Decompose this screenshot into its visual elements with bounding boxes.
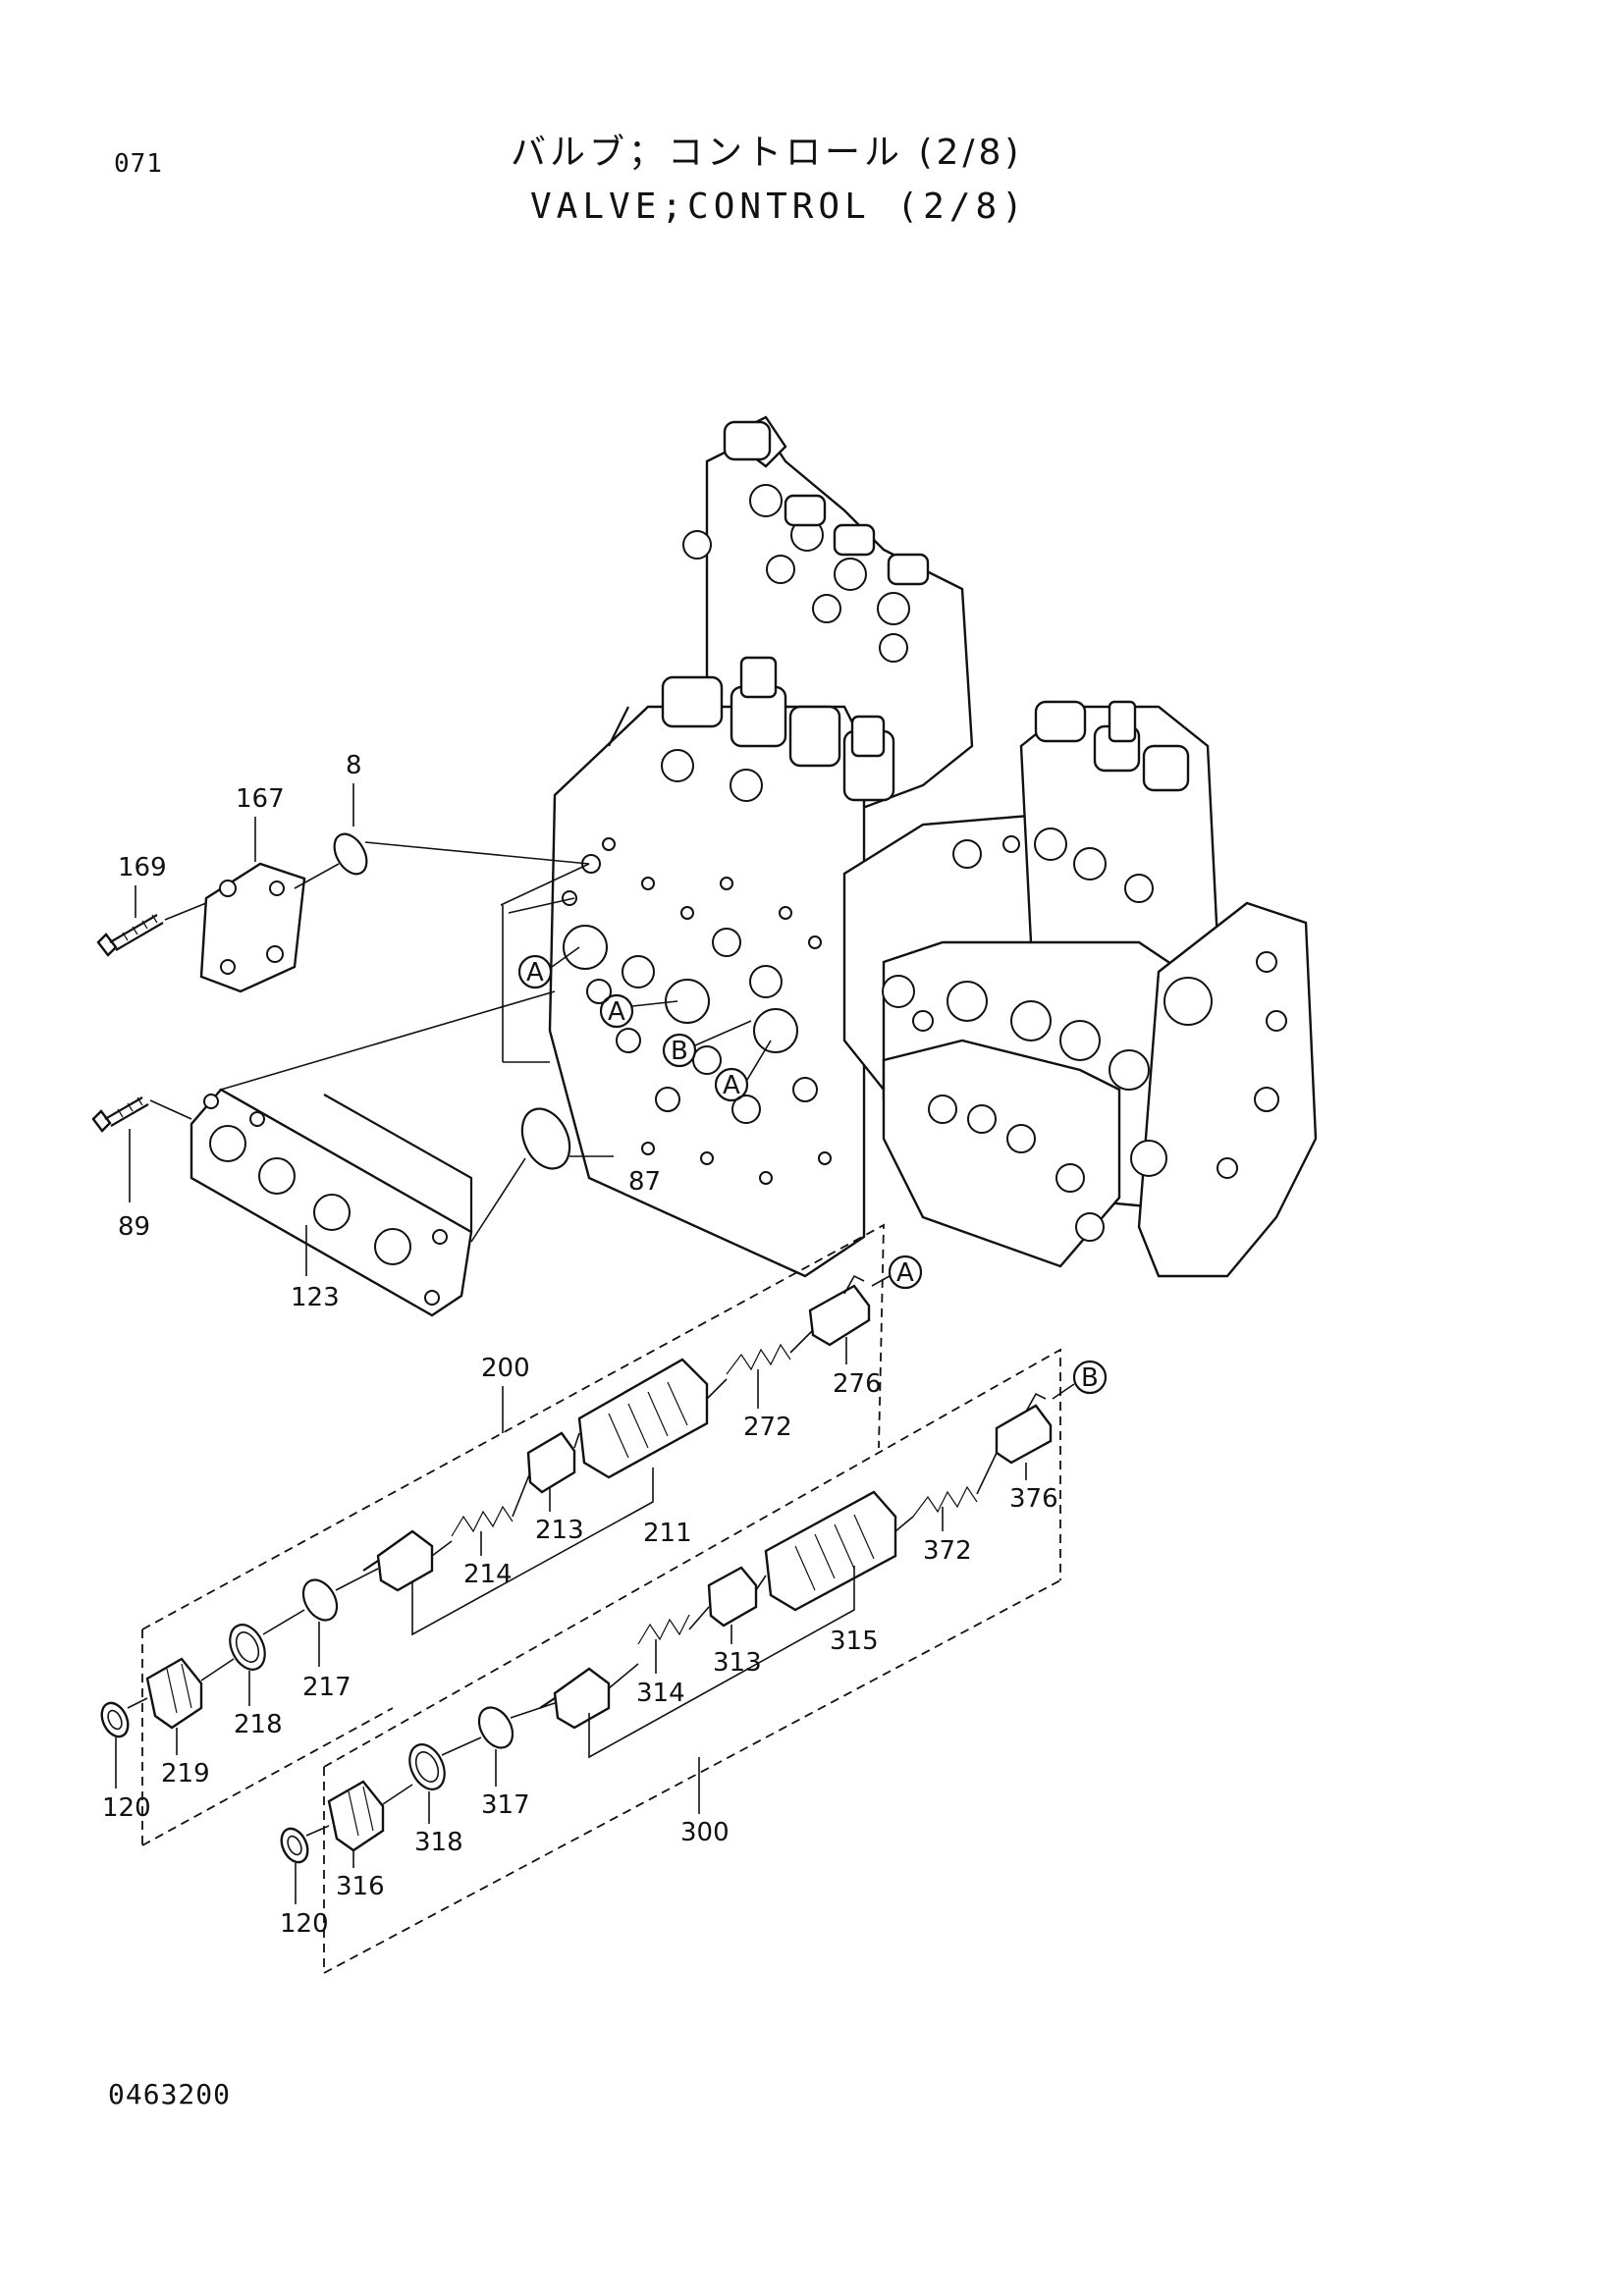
label-272: 272 bbox=[743, 1369, 792, 1442]
svg-text:89: 89 bbox=[118, 1212, 150, 1242]
bolt-169 bbox=[96, 914, 164, 957]
svg-text:376: 376 bbox=[1009, 1484, 1058, 1514]
svg-text:217: 217 bbox=[302, 1673, 352, 1702]
label-217: 217 bbox=[302, 1622, 352, 1702]
svg-text:211: 211 bbox=[643, 1519, 692, 1548]
label-167: 167 bbox=[236, 784, 285, 862]
svg-text:316: 316 bbox=[336, 1872, 385, 1901]
svg-text:313: 313 bbox=[713, 1648, 762, 1678]
svg-text:167: 167 bbox=[236, 784, 285, 814]
o-ring-87 bbox=[520, 1107, 571, 1170]
label-276: 276 bbox=[833, 1337, 882, 1399]
svg-text:315: 315 bbox=[830, 1627, 879, 1656]
svg-text:219: 219 bbox=[161, 1759, 210, 1789]
label-318: 318 bbox=[414, 1791, 463, 1857]
callout-a-1: A bbox=[517, 946, 580, 989]
svg-text:123: 123 bbox=[291, 1283, 340, 1312]
svg-text:276: 276 bbox=[833, 1369, 882, 1399]
callout-a-1-text: A bbox=[526, 958, 544, 988]
svg-text:372: 372 bbox=[923, 1536, 972, 1566]
svg-text:87: 87 bbox=[628, 1167, 661, 1197]
cover-123 bbox=[189, 1088, 473, 1317]
label-169: 169 bbox=[118, 853, 167, 918]
callout-b-ref-text: B bbox=[1081, 1363, 1099, 1393]
label-214: 214 bbox=[463, 1531, 513, 1589]
bolt-89 bbox=[91, 1096, 149, 1133]
svg-text:300: 300 bbox=[680, 1818, 730, 1847]
label-87: 87 bbox=[628, 1167, 661, 1197]
label-120-a: 120 bbox=[102, 1737, 151, 1823]
svg-text:200: 200 bbox=[481, 1354, 530, 1383]
callout-b-ref: B bbox=[1052, 1360, 1108, 1400]
control-valve-assembly bbox=[548, 415, 1318, 1278]
o-ring-8 bbox=[333, 832, 368, 876]
label-200: 200 bbox=[481, 1354, 530, 1433]
label-89: 89 bbox=[118, 1129, 150, 1242]
flange-167 bbox=[199, 862, 306, 993]
svg-text:120: 120 bbox=[280, 1909, 329, 1939]
label-372: 372 bbox=[923, 1507, 972, 1566]
label-313: 313 bbox=[713, 1625, 762, 1678]
label-300: 300 bbox=[680, 1757, 730, 1847]
spool-assembly-200 bbox=[100, 1223, 885, 1846]
callout-a-2: A bbox=[599, 993, 678, 1029]
svg-text:214: 214 bbox=[463, 1560, 513, 1589]
svg-text:213: 213 bbox=[535, 1516, 584, 1545]
callout-b-1: B bbox=[662, 1020, 752, 1068]
label-317: 317 bbox=[481, 1749, 530, 1820]
label-211: 211 bbox=[643, 1519, 692, 1548]
title-japanese: バルブ；コントロール (2/8) bbox=[511, 133, 1023, 173]
callout-a-2-text: A bbox=[608, 997, 625, 1027]
label-120-b: 120 bbox=[280, 1863, 329, 1939]
svg-text:272: 272 bbox=[743, 1413, 792, 1442]
drawing-number: 0463200 bbox=[108, 2078, 232, 2110]
svg-text:169: 169 bbox=[118, 853, 167, 882]
label-314: 314 bbox=[636, 1639, 685, 1708]
svg-text:317: 317 bbox=[481, 1790, 530, 1820]
label-123: 123 bbox=[291, 1225, 340, 1312]
label-213: 213 bbox=[535, 1487, 584, 1545]
title-english: VALVE;CONTROL (2/8) bbox=[530, 187, 1028, 227]
callout-a-ref: A bbox=[871, 1255, 923, 1290]
callout-a-ref-text: A bbox=[896, 1258, 914, 1288]
svg-text:314: 314 bbox=[636, 1679, 685, 1708]
svg-text:318: 318 bbox=[414, 1828, 463, 1857]
label-316: 316 bbox=[336, 1850, 385, 1901]
callout-a-3-text: A bbox=[723, 1071, 740, 1100]
label-8: 8 bbox=[346, 751, 362, 827]
page-number: 071 bbox=[114, 149, 163, 179]
callout-b-1-text: B bbox=[671, 1037, 688, 1066]
label-376: 376 bbox=[1009, 1463, 1058, 1514]
label-218: 218 bbox=[234, 1671, 283, 1739]
spool-assembly-300 bbox=[280, 1348, 1061, 1974]
label-315: 315 bbox=[830, 1627, 879, 1656]
label-219: 219 bbox=[161, 1728, 210, 1789]
svg-text:8: 8 bbox=[346, 751, 362, 780]
svg-text:218: 218 bbox=[234, 1710, 283, 1739]
svg-text:120: 120 bbox=[102, 1793, 151, 1823]
callout-a-3: A bbox=[714, 1040, 772, 1102]
